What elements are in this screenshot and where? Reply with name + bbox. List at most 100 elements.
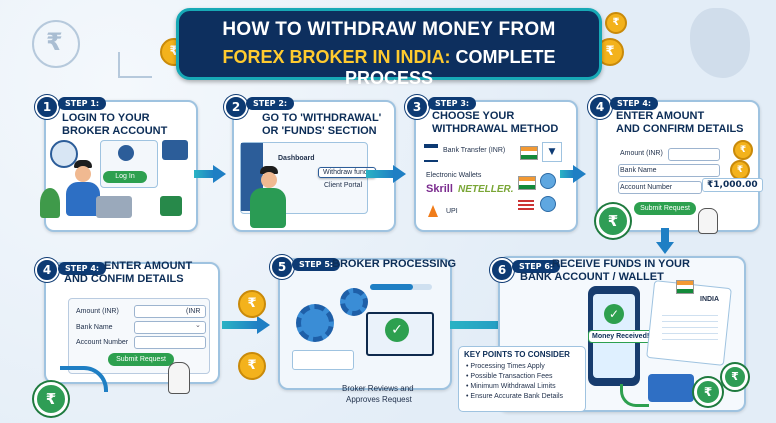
bank-name-field[interactable]: [134, 321, 206, 334]
key-point-item: • Ensure Accurate Bank Details: [466, 393, 563, 400]
amount-field[interactable]: [134, 305, 206, 318]
label-account-number: Account Number: [620, 184, 673, 191]
check-circle-icon: ✓: [385, 318, 409, 342]
credit-card-icon: [648, 374, 694, 402]
step-6-label: STEP 6:: [512, 260, 561, 273]
money-received-badge: Money Received!: [588, 330, 654, 343]
step-3-label: STEP 3:: [428, 97, 477, 110]
skrill-logo: Skrill: [426, 183, 453, 195]
document-icon: [292, 350, 354, 370]
step-4b-heading-1: ENTER AMOUNT: [104, 260, 193, 272]
title-highlight: FOREX BROKER IN INDIA:: [222, 47, 451, 67]
flow-arrow-head: [257, 316, 270, 334]
globe-icon: [540, 196, 556, 212]
coin-icon: ₹: [733, 140, 753, 160]
flow-arrow: [194, 170, 214, 178]
step-1-heading-2: BROKER ACCOUNT: [62, 125, 168, 137]
amount-field[interactable]: [668, 148, 720, 161]
rupee-coin-icon: ₹: [694, 378, 722, 406]
title-banner: HOW TO WITHDRAW MONEY FROM FOREX BROKER …: [176, 8, 602, 88]
step-5-number: 5: [270, 255, 294, 279]
laptop-icon: [96, 196, 132, 218]
step-2-heading-2: OR 'FUNDS' SECTION: [262, 125, 377, 137]
bar-chart-icon: [118, 52, 152, 78]
bank-icon: [424, 144, 438, 162]
hand-cursor-icon: [168, 362, 190, 394]
person-icon: [75, 166, 91, 182]
menu-client-portal[interactable]: Client Portal: [324, 182, 363, 189]
progress-fill: [370, 284, 414, 290]
key-point-item: • Possible Transaction Fees: [466, 373, 553, 380]
option-electronic-wallets[interactable]: Electronic Wallets: [426, 172, 482, 179]
step-2-label: STEP 2:: [246, 97, 295, 110]
step-1-number: 1: [35, 95, 59, 119]
menu-dashboard[interactable]: Dashboard: [278, 155, 315, 162]
step-6-number: 6: [490, 258, 514, 282]
option-bank-transfer[interactable]: Bank Transfer (INR): [443, 147, 506, 154]
coin-icon: ₹: [605, 12, 627, 34]
dropdown-arrow-icon[interactable]: ⌄: [195, 321, 201, 329]
step-4-number: 4: [588, 95, 612, 119]
flow-arrow: [560, 170, 574, 178]
globe-icon: [540, 173, 556, 189]
chart-lines-icon: [662, 310, 718, 340]
flow-arrow-head: [656, 242, 674, 254]
label-account-number: Account Number: [76, 339, 129, 346]
title-line-1: HOW TO WITHDRAW MONEY FROM: [222, 19, 556, 40]
globe-icon: [32, 20, 80, 68]
option-upi[interactable]: UPI: [446, 208, 458, 215]
step-4b-heading-2: AND CONFIM DETAILS: [64, 273, 184, 285]
progress-bar: [370, 284, 432, 290]
india-flag-icon: [676, 280, 694, 294]
label-bank-name: Bank Name: [76, 324, 113, 331]
rupee-symbol: ₹: [46, 28, 63, 56]
gear-icon: [340, 288, 368, 316]
flow-arrow-head: [573, 165, 586, 183]
step-4b-label: STEP 4:: [58, 262, 107, 275]
flow-arrow: [222, 321, 258, 329]
user-avatar-icon: [50, 140, 78, 168]
dropdown-arrow-icon[interactable]: ▼: [542, 142, 562, 162]
title-line-2: FOREX BROKER IN INDIA: COMPLETE PROCESS: [179, 47, 599, 89]
title-rest: COMPLETE PROCESS: [344, 47, 556, 88]
step-3-heading-1: CHOOSE YOUR: [432, 110, 515, 122]
us-flag-icon: [518, 200, 534, 210]
india-flag-icon: [520, 146, 538, 160]
submit-request-button[interactable]: Submit Request: [108, 353, 174, 366]
login-button[interactable]: Log In: [103, 171, 147, 183]
flow-arrow: [366, 170, 394, 178]
flow-arrow-head: [213, 165, 226, 183]
amount-suffix: (INR: [186, 308, 201, 315]
step-4-label: STEP 4:: [610, 97, 659, 110]
coin-icon: ₹: [730, 160, 750, 180]
submit-request-button[interactable]: Submit Request: [634, 202, 696, 215]
bank-name-field[interactable]: [618, 164, 720, 177]
key-point-item: • Minimum Withdrawal Limits: [466, 383, 556, 390]
person-icon: [261, 172, 277, 188]
key-point-item: • Processing Times Apply: [466, 363, 545, 370]
account-number-field[interactable]: [618, 181, 702, 194]
curved-arrow-icon: [620, 384, 649, 407]
person-hair: [74, 160, 92, 168]
step-1-label: STEP 1:: [58, 97, 107, 110]
rupee-coin-icon: ₹: [596, 204, 630, 238]
label-bank-name: Bank Name: [620, 167, 657, 174]
step-5-caption-1: Broker Reviews and: [342, 384, 414, 393]
step-6-heading-1: RECEIVE FUNDS IN YOUR: [552, 258, 690, 270]
amount-value: ₹1,000.00: [702, 178, 763, 192]
check-circle-icon: ✓: [604, 304, 624, 324]
person-hair: [260, 166, 278, 174]
step-1-heading-1: LOGIN TO YOUR: [62, 112, 150, 124]
step-4-heading-2: AND CONFIRM DETAILS: [616, 123, 744, 135]
hand-cursor-icon: [698, 208, 718, 234]
step-3-heading-2: WITHDRAWAL METHOD: [432, 123, 559, 135]
step-3-number: 3: [405, 95, 429, 119]
india-label: INDIA: [700, 296, 720, 303]
account-number-field[interactable]: [134, 336, 206, 349]
india-map-icon: [690, 8, 750, 78]
step-5-label: STEP 5:: [292, 258, 341, 271]
key-points-title: KEY POINTS TO CONSIDER: [464, 350, 570, 359]
upi-logo-icon: [428, 205, 438, 217]
coin-icon: ₹: [238, 290, 266, 318]
gear-icon: [296, 304, 334, 342]
